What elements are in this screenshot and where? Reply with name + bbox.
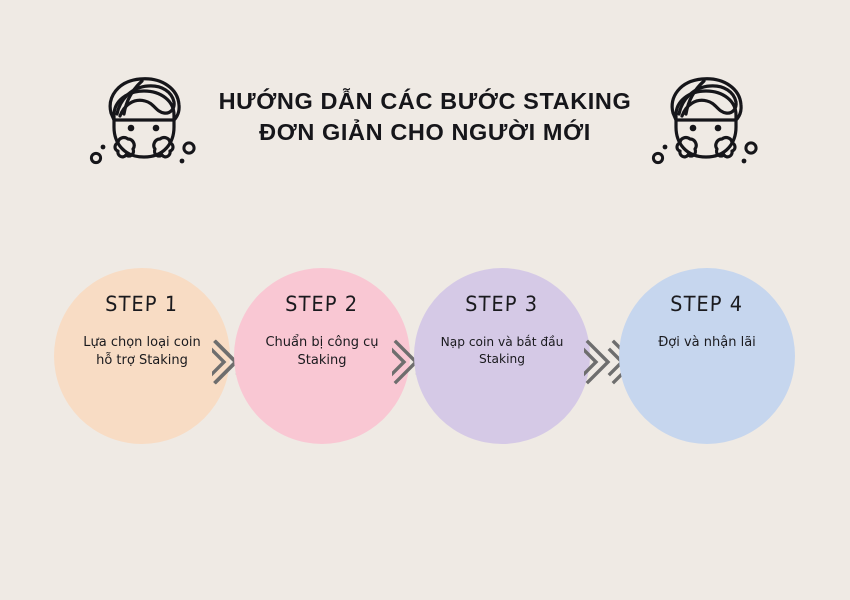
- step-circle-4[interactable]: STEP 4 Đợi và nhận lãi: [619, 268, 795, 444]
- page-title: HƯỚNG DẪN CÁC BƯỚC STAKING ĐƠN GIẢN CHO …: [204, 86, 646, 149]
- eye-right: [714, 124, 722, 132]
- eye-left: [689, 124, 697, 132]
- step-circle-1[interactable]: STEP 1 Lựa chọn loại coin hỗ trợ Staking: [54, 268, 230, 444]
- step-label-2: STEP 2: [285, 292, 359, 316]
- eye-left: [127, 124, 135, 132]
- face-with-towel-icon-left: [84, 57, 204, 177]
- step-circle-2[interactable]: STEP 2 Chuẩn bị công cụ Staking: [234, 268, 410, 444]
- face-with-towel-icon-right: [646, 57, 766, 177]
- step-label-1: STEP 1: [105, 292, 179, 316]
- title-line-2: ĐƠN GIẢN CHO NGƯỜI MỚI: [259, 119, 591, 145]
- step-label-4: STEP 4: [670, 292, 744, 316]
- step-description-4: Đợi và nhận lãi: [658, 335, 756, 350]
- step-description-1: Lựa chọn loại coin hỗ trợ Staking: [83, 335, 201, 369]
- title-line-1: HƯỚNG DẪN CÁC BƯỚC STAKING: [218, 87, 632, 114]
- header: HƯỚNG DẪN CÁC BƯỚC STAKING ĐƠN GIẢN CHO …: [0, 52, 850, 182]
- step-description-3: Nạp coin và bắt đầu Staking: [440, 335, 564, 367]
- step-label-3: STEP 3: [465, 292, 539, 316]
- step-description-2: Chuẩn bị công cụ Staking: [265, 335, 379, 369]
- step-circle-3[interactable]: STEP 3 Nạp coin và bắt đầu Staking: [414, 268, 590, 444]
- steps-row: STEP 1 Lựa chọn loại coin hỗ trợ Staking…: [0, 255, 850, 460]
- eye-right: [152, 124, 160, 132]
